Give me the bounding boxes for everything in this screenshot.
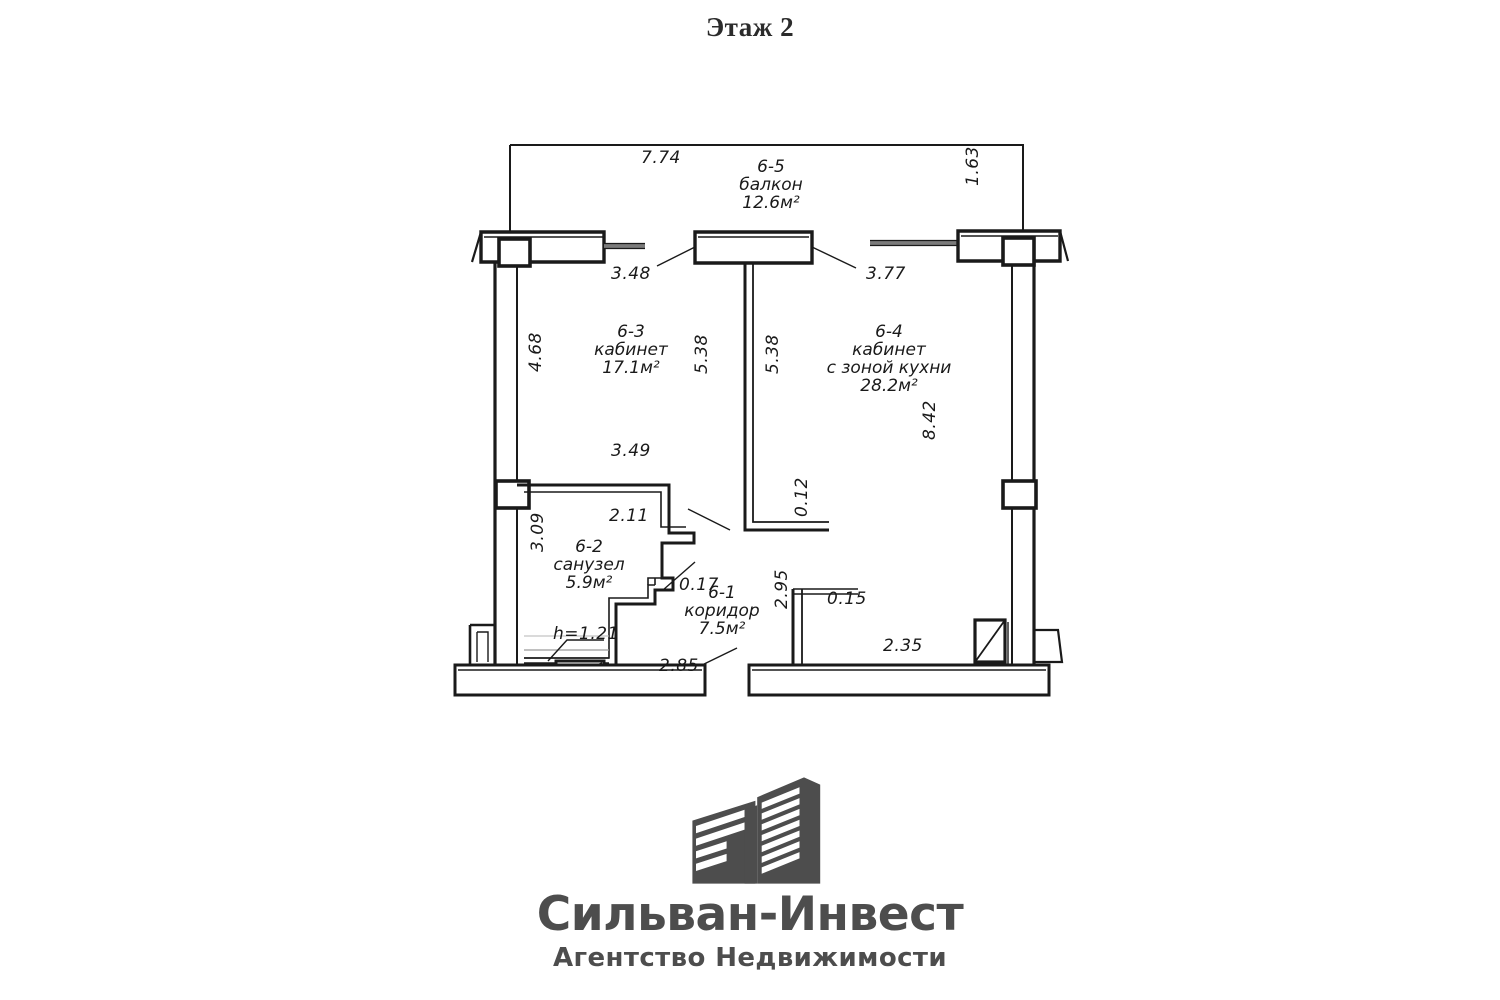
wall-exterior-right	[1011, 262, 1036, 683]
dim-room64-right: 8.42	[920, 400, 940, 440]
column-right-top	[1001, 236, 1036, 267]
top-wall-center	[693, 230, 814, 265]
partition-corridor	[791, 588, 858, 665]
dim-balcony-depth: 1.63	[963, 146, 983, 186]
svg-text:кабинет: кабинет	[852, 340, 927, 360]
dim-wall-stub: 0.15	[827, 589, 867, 609]
svg-text:санузел: санузел	[553, 555, 624, 575]
dim-bath-left: 3.09	[528, 512, 548, 552]
two-buildings-icon	[692, 777, 821, 884]
note-sill-height: h=1.21	[553, 624, 619, 644]
dim-room63-top: 3.48	[611, 264, 651, 284]
svg-text:7.5м²: 7.5м²	[699, 619, 746, 639]
column-left-top	[497, 237, 532, 268]
floorplan-svg: 7.74 1.63 3.48 3.77 4.68 3.49 5.38 5.38 …	[453, 144, 1070, 697]
dim-entry-bottom: 2.35	[883, 636, 923, 656]
sill-leader	[547, 639, 604, 662]
svg-text:6-5: 6-5	[757, 157, 785, 177]
top-wall-left	[470, 230, 606, 264]
room-label-6-4: 6-4 кабинет с зоной кухни 28.2м²	[827, 322, 952, 396]
room-label-6-5: 6-5 балкон 12.6м²	[739, 157, 803, 213]
svg-text:балкон: балкон	[739, 175, 803, 195]
balcony-outline	[509, 144, 1024, 237]
dim-corridor-bottom: 2.85	[659, 656, 699, 676]
svg-text:6-2: 6-2	[575, 537, 603, 557]
door-right-wall	[973, 618, 1009, 668]
svg-text:17.1м²: 17.1м²	[602, 358, 660, 378]
wall-stub-bottom-left	[468, 623, 497, 665]
svg-text:12.6м²: 12.6м²	[742, 193, 800, 213]
partition-center	[743, 263, 829, 532]
svg-text:28.2м²: 28.2м²	[860, 376, 918, 396]
wall-exterior-bottom	[453, 663, 1051, 697]
svg-text:коридор: коридор	[684, 601, 760, 621]
room-label-6-2: 6-2 санузел 5.9м²	[553, 537, 624, 593]
dimension-labels: 7.74 1.63 3.48 3.77 4.68 3.49 5.38 5.38 …	[526, 146, 983, 676]
column-right-mid	[1001, 479, 1038, 510]
dim-corridor-step: 0.17	[679, 575, 719, 595]
room-label-6-1: 6-1 коридор 7.5м²	[684, 583, 760, 639]
dim-partition-left: 5.38	[692, 334, 712, 374]
window-glazing-right	[870, 239, 958, 247]
logo-subtitle: Агентство Недвижимости	[553, 943, 947, 973]
wall-exterior-left	[493, 262, 518, 683]
dim-corridor-right: 2.95	[772, 569, 792, 609]
dim-partition-right: 5.38	[763, 334, 783, 374]
company-logo: Сильван-Инвест Агентство Недвижимости	[0, 775, 1500, 971]
floorplan-drawing: 7.74 1.63 3.48 3.77 4.68 3.49 5.38 5.38 …	[453, 144, 1070, 697]
dim-room63-bottom: 3.49	[611, 441, 651, 461]
svg-text:6-3: 6-3	[617, 322, 645, 342]
svg-text:6-1: 6-1	[708, 583, 736, 603]
room-label-6-3: 6-3 кабинет 17.1м²	[594, 322, 669, 378]
svg-text:кабинет: кабинет	[594, 340, 669, 360]
svg-text:6-4: 6-4	[875, 322, 903, 342]
room-labels: 6-5 балкон 12.6м² 6-3 кабинет 17.1м² 6-4…	[553, 157, 951, 639]
dim-room63-left: 4.68	[526, 332, 546, 372]
window-glazing-left	[604, 242, 645, 250]
wall-stub-bottom-right	[1034, 628, 1064, 664]
dim-balcony-width: 7.74	[641, 148, 681, 168]
svg-text:5.9м²: 5.9м²	[566, 573, 613, 593]
logo-company-name: Сильван-Инвест	[536, 887, 964, 942]
dimension-leaders	[656, 246, 857, 667]
svg-text:с зоной кухни: с зоной кухни	[827, 358, 952, 378]
dim-room64-top: 3.77	[866, 264, 906, 284]
dim-partition-thickness: 0.12	[792, 477, 812, 517]
dim-bath-top: 2.11	[609, 506, 649, 526]
page-title: Этаж 2	[705, 12, 795, 42]
